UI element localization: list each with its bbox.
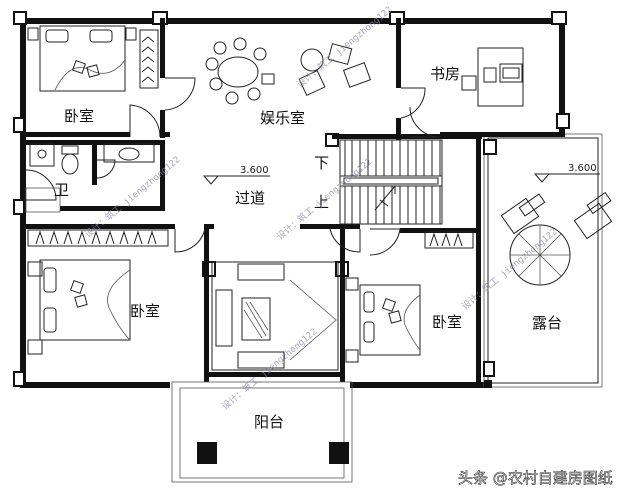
- label-balcony: 阳台: [254, 413, 284, 431]
- label-bedroom-sw: 卧室: [130, 302, 160, 320]
- elevation-marker-corridor: 3.600: [202, 165, 270, 185]
- label-bedroom-nw: 卧室: [64, 107, 94, 125]
- label-terrace: 露台: [532, 314, 562, 332]
- credit-text: 头条 @农村自建房图纸: [458, 469, 613, 487]
- terrace-furniture: [500, 191, 613, 286]
- label-stairs-down: 下: [314, 154, 329, 172]
- label-corridor: 过道: [235, 189, 265, 207]
- bathroom-fixtures: [25, 143, 155, 213]
- balcony: [171, 381, 353, 483]
- elevation-label-corridor: 3.600: [240, 165, 269, 176]
- study-furniture: [461, 47, 524, 107]
- interior-walls: [20, 18, 565, 382]
- entertainment-furniture: [205, 37, 372, 105]
- bed-se: [345, 277, 421, 363]
- label-bathroom: 卫: [54, 181, 69, 199]
- label-entertainment: 娱乐室: [260, 109, 305, 127]
- watermark-top: 设计：筑工 jiengzhong122: [294, 3, 394, 90]
- bed-nw: [27, 25, 137, 92]
- watermark-right: 设计：筑工 jiengzhong122: [459, 225, 559, 312]
- wardrobes: [27, 29, 474, 249]
- staircase[interactable]: [339, 139, 443, 225]
- label-bedroom-se: 卧室: [432, 313, 462, 331]
- elevation-label-terrace: 3.600: [568, 163, 597, 174]
- bed-sw: [27, 259, 131, 355]
- doors: [25, 77, 441, 256]
- lounge-furniture: [211, 261, 339, 371]
- label-study: 书房: [430, 65, 460, 83]
- watermark-bottom: 设计：筑工 jiengzhong122: [219, 325, 319, 412]
- label-stairs-up: 上: [314, 193, 329, 211]
- elevation-marker-terrace: 3.600: [533, 163, 600, 183]
